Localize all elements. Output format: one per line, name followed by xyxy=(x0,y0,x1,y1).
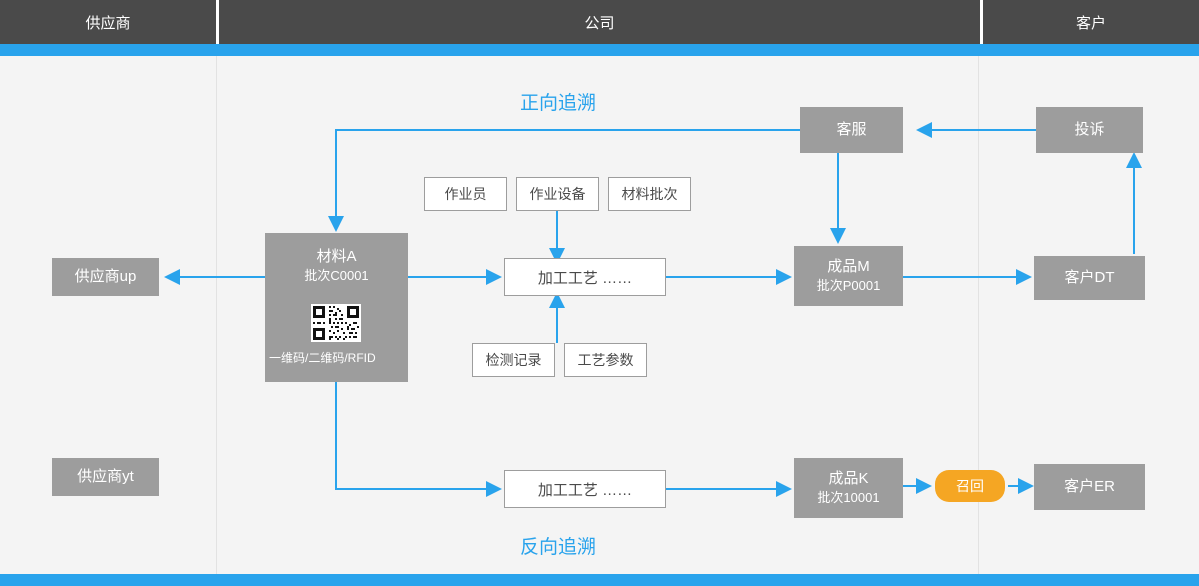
attr-inspection-record-label: 检测记录 xyxy=(485,352,542,368)
node-material-a-batch: 批次C0001 xyxy=(304,268,369,284)
node-recall[interactable]: 召回 xyxy=(935,470,1005,502)
canvas-divider-left xyxy=(216,56,217,574)
attr-equipment-label: 作业设备 xyxy=(529,186,586,202)
node-process-top-label: 加工工艺 …… xyxy=(537,269,633,287)
header-label-supplier: 供应商 xyxy=(85,14,131,32)
attr-material-batch-label: 材料批次 xyxy=(621,186,678,202)
node-supplier-yt-label: 供应商yt xyxy=(77,467,134,485)
attr-material-batch[interactable]: 材料批次 xyxy=(608,177,691,211)
header-divider-2 xyxy=(980,0,983,44)
attr-operator[interactable]: 作业员 xyxy=(424,177,507,211)
bottom-blue-band xyxy=(0,574,1199,586)
node-complaint-label: 投诉 xyxy=(1074,120,1105,138)
header-label-customer: 客户 xyxy=(1075,14,1106,32)
header-cell-company: 公司 xyxy=(219,0,980,44)
qr-code xyxy=(311,304,361,342)
node-product-m[interactable]: 成品M 批次P0001 xyxy=(794,246,903,306)
node-complaint[interactable]: 投诉 xyxy=(1036,107,1143,153)
node-supplier-yt[interactable]: 供应商yt xyxy=(52,458,159,496)
attr-process-parameter-label: 工艺参数 xyxy=(577,352,634,368)
node-customer-dt-label: 客户DT xyxy=(1064,268,1115,286)
node-product-k[interactable]: 成品K 批次10001 xyxy=(794,458,903,518)
node-product-k-batch: 批次10001 xyxy=(817,490,880,506)
node-supplier-up[interactable]: 供应商up xyxy=(52,258,159,296)
node-process-top[interactable]: 加工工艺 …… xyxy=(504,258,666,296)
canvas-divider-right xyxy=(978,56,979,574)
attr-inspection-record[interactable]: 检测记录 xyxy=(472,343,555,377)
node-customer-dt[interactable]: 客户DT xyxy=(1034,256,1145,300)
node-material-a-title: 材料A xyxy=(316,248,357,265)
attr-process-parameter[interactable]: 工艺参数 xyxy=(564,343,647,377)
node-process-bottom[interactable]: 加工工艺 …… xyxy=(504,470,666,508)
material-code-caption: 一维码/二维码/RFID xyxy=(269,351,376,365)
header-label-company: 公司 xyxy=(584,14,615,32)
node-product-m-title: 成品M xyxy=(827,258,870,276)
node-recall-label: 召回 xyxy=(956,478,984,494)
node-customer-er-label: 客户ER xyxy=(1064,477,1115,495)
node-supplier-up-label: 供应商up xyxy=(74,267,137,285)
header-cell-supplier: 供应商 xyxy=(0,0,216,44)
node-customer-service[interactable]: 客服 xyxy=(800,107,903,153)
node-customer-er[interactable]: 客户ER xyxy=(1034,464,1145,510)
header-cell-customer: 客户 xyxy=(983,0,1199,44)
node-process-bottom-label: 加工工艺 …… xyxy=(537,481,633,499)
node-product-m-batch: 批次P0001 xyxy=(816,278,881,294)
top-blue-band xyxy=(0,44,1199,56)
node-product-k-title: 成品K xyxy=(828,470,869,488)
header-bar: 供应商 公司 客户 xyxy=(0,0,1199,44)
forward-trace-title: 正向追溯 xyxy=(520,93,597,114)
node-customer-service-label: 客服 xyxy=(836,120,867,138)
attr-equipment[interactable]: 作业设备 xyxy=(516,177,599,211)
reverse-trace-title: 反向追溯 xyxy=(520,537,597,558)
attr-operator-label: 作业员 xyxy=(444,186,487,202)
header-divider-1 xyxy=(216,0,219,44)
